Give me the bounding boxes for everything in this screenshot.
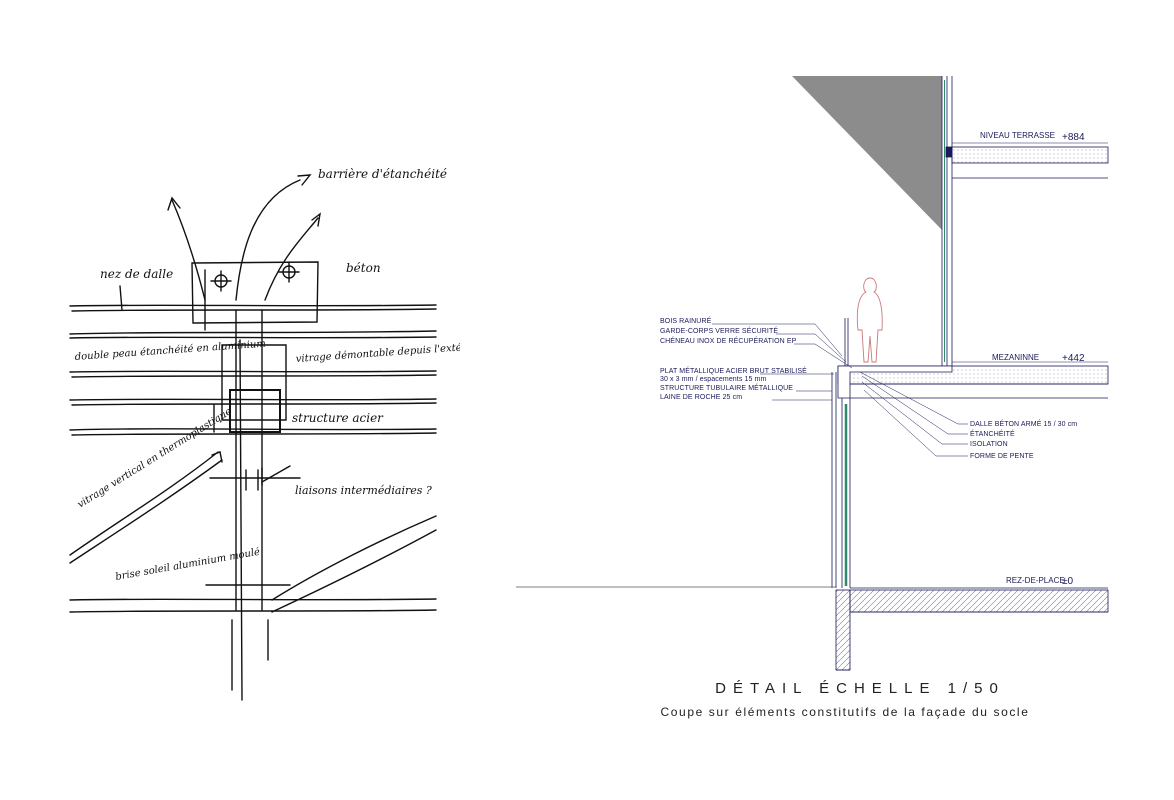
level-mezzanine-value: +442 — [1062, 353, 1085, 364]
shadow-triangle — [792, 76, 942, 230]
label-structure-tubulaire: STRUCTURE TUBULAIRE MÉTALLIQUE — [660, 383, 793, 392]
hand-sketch: barrière d'étanchéité nez de dalle béton… — [69, 167, 460, 701]
label-bois-rainure: BOIS RAINURÉ — [660, 316, 712, 325]
level-rez: REZ-DE-PLACE ±0 — [1006, 576, 1073, 587]
caption-subtitle: Coupe sur éléments constitutifs de la fa… — [660, 705, 1030, 719]
label-laine-de-roche: LAINE DE ROCHE 25 cm — [660, 394, 742, 401]
level-rez-value: ±0 — [1062, 576, 1073, 587]
label-plat-dimensions: 30 x 3 mm / espacements 15 mm — [660, 376, 766, 383]
label-etancheite: ÉTANCHÉITÉ — [970, 429, 1015, 438]
sketch-note-beton: béton — [346, 261, 381, 275]
sketch-note-nez: nez de dalle — [100, 267, 173, 281]
level-mezzanine: MEZANINNE +442 — [952, 353, 1108, 364]
caption-title: DÉTAIL ÉCHELLE 1/50 — [715, 680, 1005, 697]
level-terrasse: NIVEAU TERRASSE +884 — [952, 131, 1108, 144]
label-cheneau: CHÉNEAU INOX DE RÉCUPÉRATION EP — [660, 336, 797, 345]
sketch-note-barrier: barrière d'étanchéité — [318, 167, 447, 181]
label-forme-de-pente: FORME DE PENTE — [970, 453, 1034, 460]
sketch-note-structure: structure acier — [292, 411, 384, 425]
level-terrasse-value: +884 — [1062, 132, 1085, 143]
label-plat-metallique: PLAT MÉTALLIQUE ACIER BRUT STABILISÉ — [660, 366, 807, 375]
label-dalle-beton: DALLE BÉTON ARMÉ 15 / 30 cm — [970, 419, 1077, 428]
level-terrasse-label: NIVEAU TERRASSE — [980, 131, 1055, 140]
level-mezzanine-label: MEZANINNE — [992, 353, 1039, 362]
label-garde-corps: GARDE-CORPS VERRE SÉCURITÉ — [660, 326, 778, 335]
level-rez-label: REZ-DE-PLACE — [1006, 576, 1065, 585]
human-silhouette — [856, 277, 883, 363]
sketch-note-liaisons: liaisons intermédiaires ? — [295, 484, 432, 497]
label-isolation: ISOLATION — [970, 441, 1008, 448]
